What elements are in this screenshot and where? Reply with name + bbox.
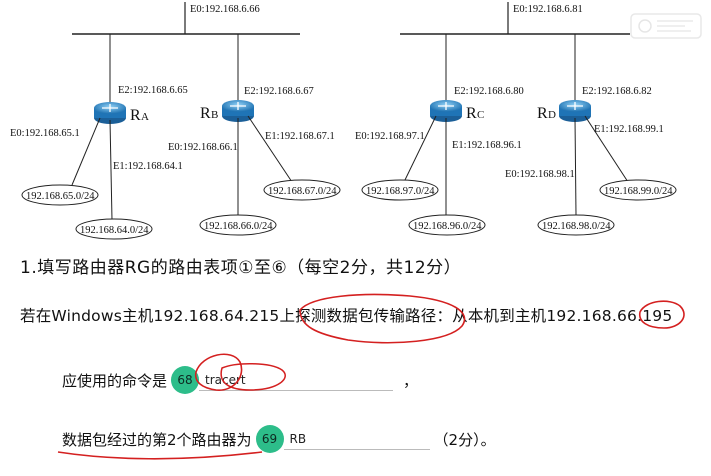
network-diagram: E0:192.168.6.66 R A E2:192.168.6.65 E0:1… [10, 2, 677, 240]
blank-number-badge: 68 [171, 366, 200, 394]
answer-1-prefix: 应使用的命令是 [62, 371, 168, 390]
rb-e2: E2:192.168.6.67 [244, 86, 314, 97]
router-ra-sub: A [141, 111, 149, 123]
answer-row-1: 应使用的命令是 68 tracert ， [62, 366, 418, 394]
ra-net-b: 192.168.64.0/24 [80, 225, 149, 236]
router-rc-name: R [466, 105, 477, 122]
rb-e0: E0:192.168.66.1 [168, 142, 238, 153]
rd-e1: E1:192.168.99.1 [594, 124, 664, 135]
rc-e1: E1:192.168.96.1 [452, 140, 522, 151]
answer-2-suffix: （2分）。 [433, 430, 496, 449]
question-prompt: 若在Windows主机192.168.64.215上探测数据包传输路径：从本机到… [20, 307, 673, 325]
question-title: 1.填写路由器RG的路由表项①至⑥（每空2分，共12分） [20, 258, 462, 278]
watermark-logo [630, 13, 702, 39]
answer-1-field[interactable]: tracert [199, 370, 394, 391]
rc-e2: E2:192.168.6.80 [454, 86, 524, 97]
ra-net-a: 192.168.65.0/24 [26, 191, 95, 202]
rb-net-b: 192.168.67.0/24 [268, 186, 337, 197]
answer-row-2: 数据包经过的第2个路由器为 69 RB （2分）。 [62, 425, 496, 453]
rc-net-b: 192.168.96.0/24 [413, 221, 482, 232]
answer-2-prefix: 数据包经过的第2个路由器为 [62, 430, 252, 449]
rd-net-a: 192.168.98.0/24 [542, 221, 611, 232]
rb-net-a: 192.168.66.0/24 [204, 221, 273, 232]
router-rb-sub: B [211, 109, 218, 121]
router-icon [559, 100, 591, 122]
rc-e0: E0:192.168.97.1 [355, 131, 425, 142]
router-icon [94, 102, 126, 124]
router-rd-sub: D [548, 109, 556, 121]
rb-e1: E1:192.168.67.1 [265, 131, 335, 142]
router-rc-sub: C [477, 109, 484, 121]
answer-2-field[interactable]: RB [283, 429, 430, 450]
answer-1-suffix: ， [403, 371, 419, 390]
router-rb-name: R [200, 105, 211, 122]
router-rd-name: R [537, 105, 548, 122]
rd-e2: E2:192.168.6.82 [582, 86, 652, 97]
ra-e1: E1:192.168.64.1 [113, 161, 183, 172]
ra-e0: E0:192.168.65.1 [10, 128, 80, 139]
rd-net-b: 192.168.99.0/24 [604, 186, 673, 197]
rc-net-a: 192.168.97.0/24 [366, 186, 435, 197]
router-icon [222, 100, 254, 122]
router-icon [430, 100, 462, 122]
router-ra-name: R [130, 107, 141, 124]
blank-number-badge: 69 [255, 425, 284, 453]
ra-e2: E2:192.168.6.65 [118, 85, 188, 96]
top-interface-right: E0:192.168.6.81 [513, 4, 583, 15]
rd-e0: E0:192.168.98.1 [505, 169, 575, 180]
top-interface-left: E0:192.168.6.66 [190, 4, 260, 15]
